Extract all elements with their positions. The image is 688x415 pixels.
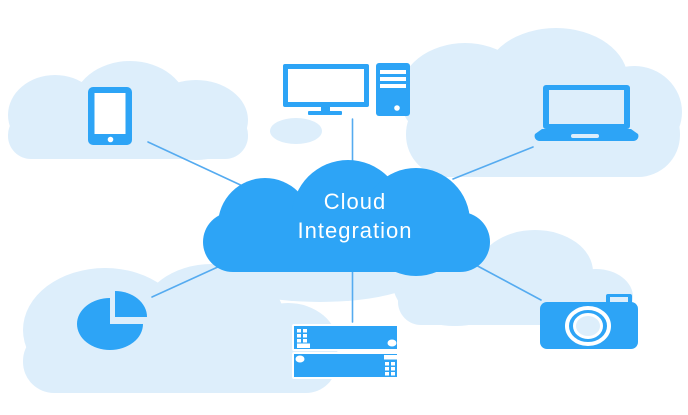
- connector-camera: [471, 262, 542, 301]
- tower-vent-slot: [380, 77, 406, 81]
- camera-lens-ring: [565, 306, 611, 346]
- server-led: [391, 372, 395, 376]
- tower-power-button: [394, 105, 400, 111]
- connector-laptop: [452, 146, 534, 180]
- camera-viewfinder-window: [610, 297, 628, 303]
- server-led: [297, 339, 301, 343]
- tower-vent-slot: [380, 84, 406, 88]
- camera-icon: [540, 294, 638, 349]
- server-power-light: [295, 355, 305, 363]
- server-drive-slot: [297, 343, 310, 348]
- cloud-blob: [23, 330, 337, 393]
- tablet-screen: [94, 93, 126, 134]
- pie-slice: [115, 291, 147, 317]
- camera-lens: [573, 313, 603, 339]
- server-led: [297, 329, 301, 333]
- server-unit-bottom: [292, 352, 399, 379]
- server-power-light: [387, 339, 397, 347]
- monitor-stand-stem: [321, 107, 330, 112]
- laptop-icon: [534, 85, 639, 142]
- connector-pie-chart: [151, 265, 221, 298]
- background-cloud-bottom-right: [393, 230, 633, 326]
- connector-tablet: [147, 141, 248, 189]
- server-led: [385, 372, 389, 376]
- tower-vent-slot: [380, 70, 406, 74]
- cloud-base: [203, 212, 490, 272]
- central-cloud-label: Cloud Integration: [230, 187, 480, 245]
- monitor-stand-base: [308, 111, 342, 115]
- central-cloud-shape: [203, 160, 490, 276]
- server-led: [297, 334, 301, 338]
- server-led: [391, 367, 395, 371]
- tower-body: [376, 63, 410, 116]
- server-led: [391, 362, 395, 366]
- laptop-trackpad-notch: [571, 134, 599, 138]
- connector-lines: [147, 118, 542, 323]
- server-led: [303, 334, 307, 338]
- pie-body: [77, 298, 143, 350]
- laptop-screen: [549, 90, 624, 124]
- server-drive-slot: [384, 355, 397, 360]
- background-cloud-top-right: [399, 28, 682, 177]
- server-led: [303, 329, 307, 333]
- tablet-icon: [88, 87, 132, 145]
- monitor-screen: [288, 69, 364, 102]
- server-led: [303, 339, 307, 343]
- desktop-computer-icon: [283, 63, 410, 116]
- server-unit-top-details: [297, 329, 397, 348]
- server-unit-top: [292, 324, 399, 351]
- server-rack-icon: [292, 324, 399, 379]
- pie-chart-icon: [77, 291, 147, 350]
- server-unit-bottom-details: [295, 355, 397, 376]
- tablet-home-button: [107, 136, 114, 143]
- server-led: [385, 362, 389, 366]
- server-led: [385, 367, 389, 371]
- central-cloud-label-line1: Cloud: [323, 189, 387, 214]
- central-cloud-label-line2: Integration: [297, 218, 413, 243]
- cloud-blob: [270, 118, 322, 144]
